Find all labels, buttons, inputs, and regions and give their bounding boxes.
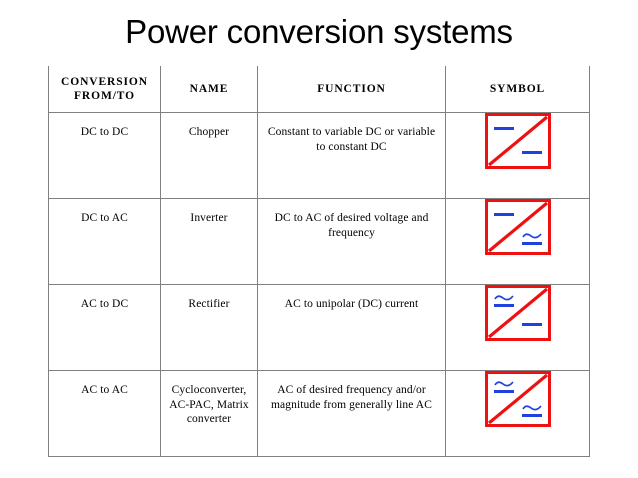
table-row: DC to AC Inverter DC to AC of desired vo… (48, 198, 590, 285)
column-header-conversion-line2: FROM/TO (73, 90, 136, 102)
cell-function: AC to unipolar (DC) current (257, 284, 446, 371)
diagonal-slash-icon (487, 287, 548, 339)
table-header-row: CONVERSION FROM/TO NAME FUNCTION SYMBOL (48, 66, 590, 113)
tilde-icon (493, 295, 514, 301)
ac-tilde-dash-icon (521, 404, 543, 418)
cell-conversion: DC to AC (48, 198, 161, 285)
cell-function: AC of desired frequency and/or magnitude… (257, 370, 446, 457)
cell-conversion: DC to DC (48, 112, 161, 199)
dc-dash-icon (493, 122, 515, 136)
diagonal-slash-icon (487, 373, 548, 425)
cell-name: Chopper (160, 112, 258, 199)
cell-symbol (445, 284, 590, 371)
cell-function: DC to AC of desired voltage and frequenc… (257, 198, 446, 285)
dc-dash-icon (521, 146, 543, 160)
power-conversion-table: CONVERSION FROM/TO NAME FUNCTION SYMBOL (48, 66, 590, 457)
ac-tilde-dash-icon (521, 232, 543, 246)
dc-dash-icon (493, 208, 515, 222)
page-title: Power conversion systems (125, 13, 513, 50)
cell-symbol (445, 112, 590, 199)
power-conversion-table-container: CONVERSION FROM/TO NAME FUNCTION SYMBOL (48, 66, 590, 457)
ac-tilde-dash-icon (493, 380, 515, 394)
tilde-icon (521, 405, 542, 411)
table-header: CONVERSION FROM/TO NAME FUNCTION SYMBOL (48, 66, 590, 113)
diagonal-slash-icon (487, 115, 548, 167)
cell-conversion: AC to AC (48, 370, 161, 457)
cell-symbol (445, 198, 590, 285)
column-header-conversion-line1: CONVERSION (61, 76, 148, 88)
cell-symbol (445, 370, 590, 457)
cell-function: Constant to variable DC or variable to c… (257, 112, 446, 199)
cell-name: Cycloconverter, AC-PAC, Matrix converter (160, 370, 258, 457)
table-row: AC to DC Rectifier AC to unipolar (DC) c… (48, 284, 590, 371)
converter-symbol-dc-dc (484, 113, 551, 169)
converter-symbol-ac-ac (484, 371, 551, 427)
column-header-function: FUNCTION (257, 66, 446, 113)
cell-name: Inverter (160, 198, 258, 285)
cell-conversion: AC to DC (48, 284, 161, 371)
column-header-symbol: SYMBOL (445, 66, 590, 113)
table-row: DC to DC Chopper Constant to variable DC… (48, 112, 590, 199)
converter-symbol-ac-dc (484, 285, 551, 341)
table-body: DC to DC Chopper Constant to variable DC… (48, 112, 590, 457)
converter-symbol-dc-ac (484, 199, 551, 255)
column-header-name: NAME (160, 66, 258, 113)
column-header-conversion: CONVERSION FROM/TO (48, 66, 161, 113)
dc-dash-icon (521, 318, 543, 332)
diagonal-slash-icon (487, 201, 548, 253)
ac-tilde-dash-icon (493, 294, 515, 308)
cell-name: Rectifier (160, 284, 258, 371)
tilde-icon (493, 381, 514, 387)
table-row: AC to AC Cycloconverter, AC-PAC, Matrix … (48, 370, 590, 457)
tilde-icon (521, 233, 542, 239)
